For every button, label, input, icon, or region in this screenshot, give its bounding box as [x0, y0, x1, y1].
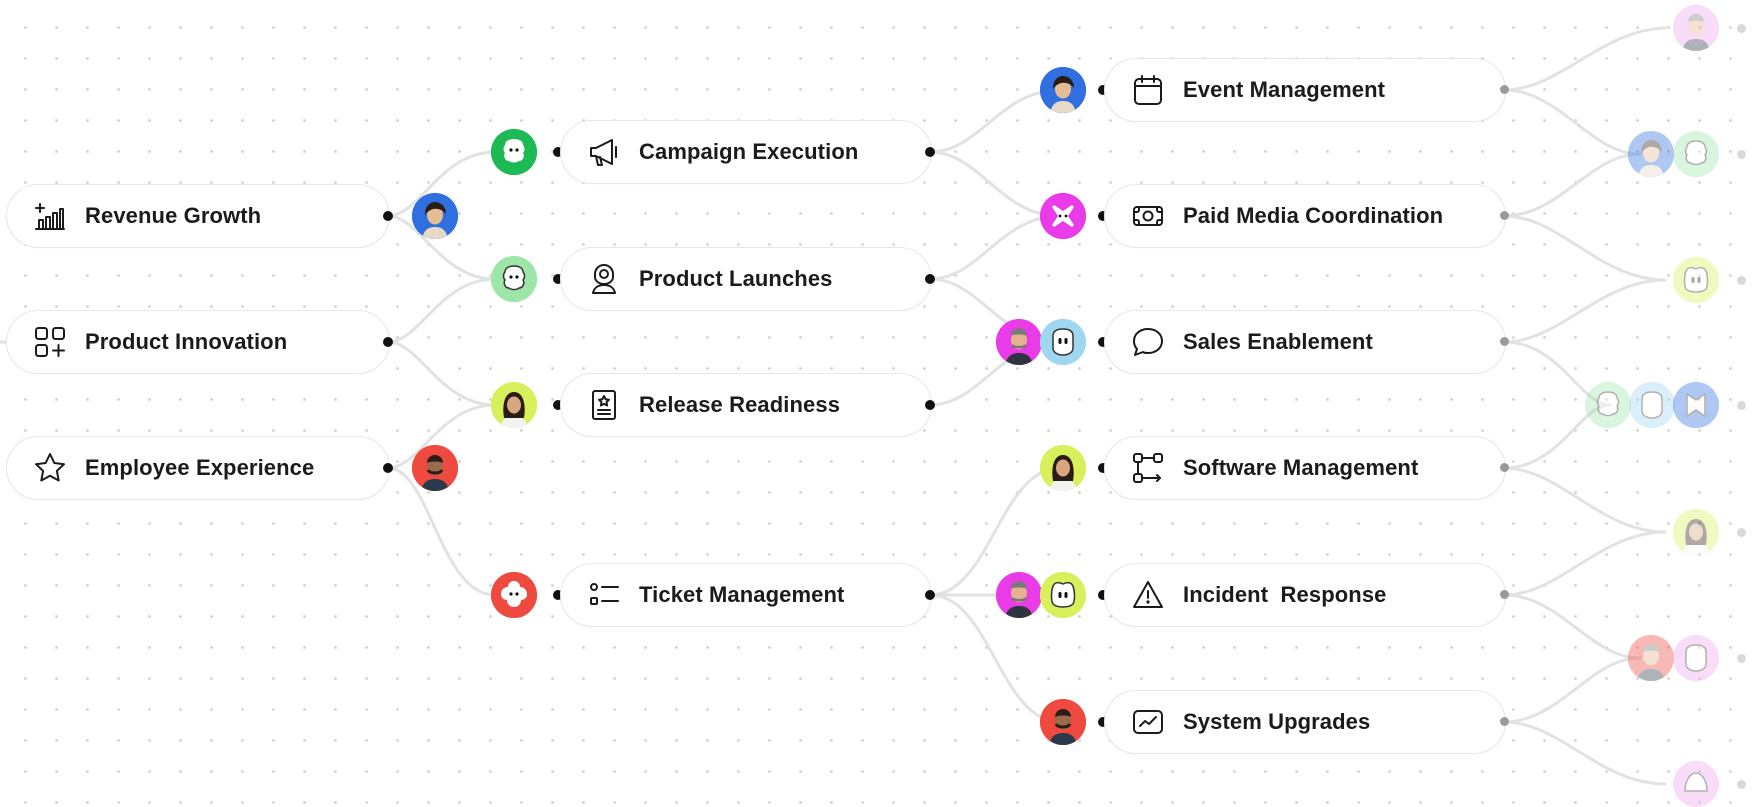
avatar[interactable] [1040, 699, 1086, 745]
connector-dot [1737, 150, 1746, 159]
connector-dot [1737, 654, 1746, 663]
avatar-bot[interactable] [1673, 131, 1719, 177]
avatar[interactable] [1673, 5, 1719, 51]
avatar-bot[interactable] [1629, 382, 1675, 428]
node-label: System Upgrades [1183, 709, 1371, 734]
node-revenue-growth[interactable]: Revenue Growth [6, 184, 390, 248]
megaphone-icon [587, 135, 621, 169]
connector-dot [553, 147, 563, 157]
connector-dot [1500, 463, 1509, 472]
node-label: Incident Response [1183, 582, 1387, 607]
node-label: Paid Media Coordination [1183, 203, 1444, 228]
avatar[interactable] [996, 319, 1042, 365]
connector-dot [1500, 211, 1509, 220]
avatar[interactable] [412, 445, 458, 491]
list-icon [587, 578, 621, 612]
node-product-launches[interactable]: Product Launches [560, 247, 932, 311]
node-software-management[interactable]: Software Management [1104, 436, 1506, 500]
calendar-icon [1131, 73, 1165, 107]
avatar-bot[interactable] [1673, 257, 1719, 303]
avatar-bot[interactable] [491, 129, 537, 175]
connector-dot [1737, 401, 1746, 410]
clipboard-star-icon [587, 388, 621, 422]
connector-dot [553, 400, 563, 410]
connector-dot [553, 274, 563, 284]
avatar-bot[interactable] [1585, 382, 1631, 428]
node-label: Event Management [1183, 77, 1386, 102]
node-label: Employee Experience [85, 455, 315, 480]
node-campaign-execution[interactable]: Campaign Execution [560, 120, 932, 184]
connector-dot [383, 463, 393, 473]
node-system-upgrades[interactable]: System Upgrades [1104, 690, 1506, 754]
connector-dot [1737, 780, 1746, 789]
node-release-readiness[interactable]: Release Readiness [560, 373, 932, 437]
node-label: Release Readiness [639, 392, 841, 417]
trend-chart-icon [1131, 705, 1165, 739]
node-label: Product Innovation [85, 329, 288, 354]
speech-bubble-icon [1131, 325, 1165, 359]
connector-dot [1098, 463, 1108, 473]
avatar-bot[interactable] [491, 572, 537, 618]
node-label: Software Management [1183, 455, 1419, 480]
avatar-bot[interactable] [1040, 193, 1086, 239]
node-incident-response[interactable]: Incident Response [1104, 563, 1506, 627]
node-label: Product Launches [639, 266, 833, 291]
connector-dot [1737, 276, 1746, 285]
connector-dot [1737, 528, 1746, 537]
avatar[interactable] [412, 193, 458, 239]
avatar-bot[interactable] [491, 256, 537, 302]
node-label: Ticket Management [639, 582, 845, 607]
warning-icon [1131, 578, 1165, 612]
node-label: Revenue Growth [85, 203, 262, 228]
node-paid-media-coordination[interactable]: Paid Media Coordination [1104, 184, 1506, 248]
avatar-bot[interactable] [1673, 635, 1719, 681]
avatar[interactable] [1628, 635, 1674, 681]
avatar[interactable] [1040, 67, 1086, 113]
avatar[interactable] [996, 572, 1042, 618]
money-icon [1131, 199, 1165, 233]
connector-dot [925, 274, 935, 284]
node-product-innovation[interactable]: Product Innovation [6, 310, 390, 374]
node-ticket-management[interactable]: Ticket Management [560, 563, 932, 627]
connector-dot [1098, 337, 1108, 347]
avatar-bot[interactable] [1673, 761, 1719, 807]
connector-dot [1098, 211, 1108, 221]
connector-dot [925, 400, 935, 410]
avatar[interactable] [1673, 509, 1719, 555]
avatar[interactable] [491, 382, 537, 428]
connector-dot [1500, 590, 1509, 599]
connector-dot [1098, 85, 1108, 95]
avatar-bot[interactable] [1673, 382, 1719, 428]
connector-dot [1098, 590, 1108, 600]
connector-dot [1500, 85, 1509, 94]
connector-dot [1500, 717, 1509, 726]
connector-dot [383, 337, 393, 347]
node-label: Sales Enablement [1183, 329, 1373, 354]
avatar-bot[interactable] [1040, 319, 1086, 365]
workflow-icon [1131, 451, 1165, 485]
node-employee-experience[interactable]: Employee Experience [6, 436, 390, 500]
star-icon [33, 451, 67, 485]
bar-chart-plus-icon [33, 199, 67, 233]
connector-dot [925, 147, 935, 157]
avatar-bot[interactable] [1040, 572, 1086, 618]
avatar[interactable] [1040, 445, 1086, 491]
connector-dot [1500, 337, 1509, 346]
avatar[interactable] [1628, 131, 1674, 177]
connector-dot [383, 211, 393, 221]
grid-plus-icon [33, 325, 67, 359]
node-label: Campaign Execution [639, 139, 859, 164]
user-badge-icon [587, 262, 621, 296]
connector-dot [1098, 717, 1108, 727]
node-sales-enablement[interactable]: Sales Enablement [1104, 310, 1506, 374]
connector-dot [1737, 24, 1746, 33]
node-event-management[interactable]: Event Management [1104, 58, 1506, 122]
connector-dot [553, 590, 563, 600]
connector-dot [925, 590, 935, 600]
